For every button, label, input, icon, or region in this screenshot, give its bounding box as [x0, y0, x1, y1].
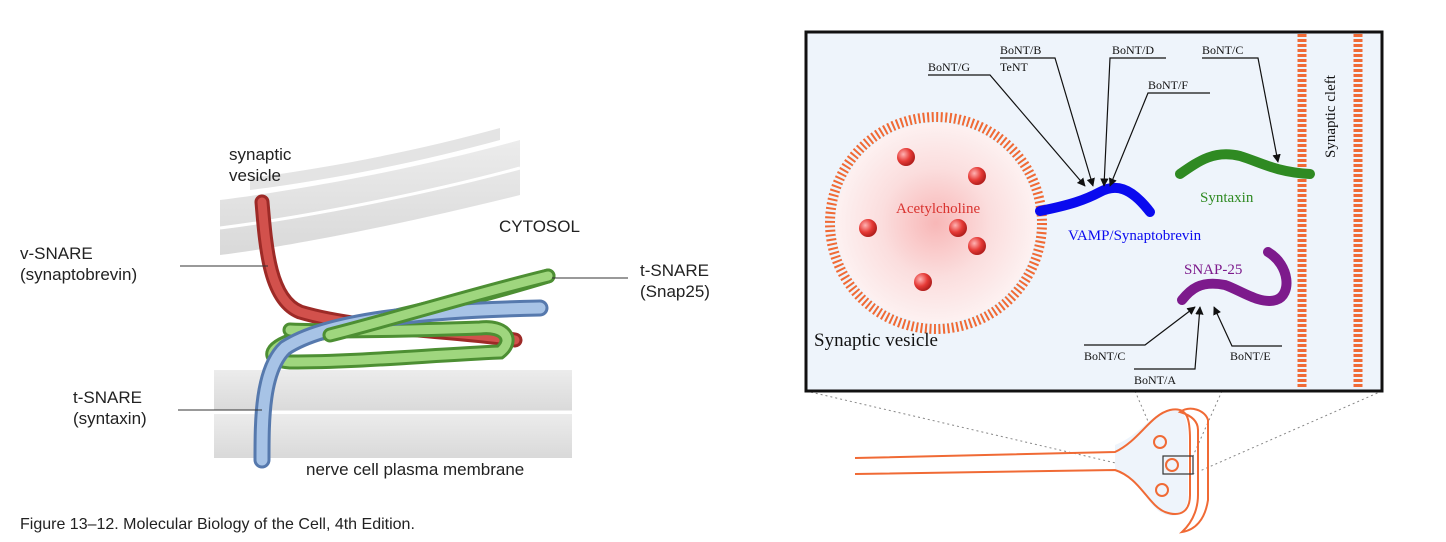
label-bont-g: BoNT/G [928, 60, 970, 74]
label-t-snare-snap25-2: (Snap25) [640, 282, 710, 301]
label-tent: TeNT [1000, 60, 1028, 74]
syntaxin-helix [256, 302, 546, 466]
synaptic-vesicle-lumen [836, 123, 1036, 323]
mini-vesicle-3 [1155, 483, 1169, 497]
label-plasma-membrane: nerve cell plasma membrane [306, 460, 524, 479]
label-bont-e: BoNT/E [1230, 349, 1271, 363]
label-cytosol: CYTOSOL [499, 217, 580, 236]
acetylcholine-molecule [949, 219, 967, 237]
label-synaptic-vesicle-2: vesicle [229, 166, 281, 185]
right-labels: BoNT/G BoNT/B TeNT BoNT/D BoNT/F BoNT/C … [814, 43, 1339, 387]
label-v-snare-2: (synaptobrevin) [20, 265, 137, 284]
acetylcholine-molecule [859, 219, 877, 237]
plasma-membrane-lower [214, 414, 572, 458]
label-t-snare-snap25-1: t-SNARE [640, 261, 709, 280]
mini-vesicle-1 [1153, 435, 1167, 449]
bont-c-top-leader [1202, 57, 1281, 163]
bont-c-bottom-leader [1084, 306, 1196, 346]
left-labels: synaptic vesicle CYTOSOL v-SNARE (synapt… [20, 145, 710, 533]
label-bont-c-top: BoNT/C [1202, 43, 1243, 57]
label-acetylcholine: Acetylcholine [896, 201, 980, 217]
bont-f-leader [1108, 92, 1210, 187]
vesicle-membrane-band-2 [250, 128, 500, 190]
acetylcholine-molecule [914, 273, 932, 291]
label-t-snare-syntaxin-2: (syntaxin) [73, 409, 147, 428]
bont-e-leader [1213, 306, 1282, 347]
bont-a-leader [1134, 306, 1204, 370]
figure-caption: Figure 13–12. Molecular Biology of the C… [20, 516, 415, 533]
postsynaptic-outline [1177, 407, 1209, 534]
syntaxin-protein [1175, 149, 1315, 179]
label-bont-d: BoNT/D [1112, 43, 1154, 57]
label-bont-c-bottom: BoNT/C [1084, 349, 1125, 363]
vamp-protein [1035, 182, 1155, 217]
label-bont-f: BoNT/F [1148, 78, 1188, 92]
bont-g-leader [928, 74, 1086, 187]
snare-complex-illustration [178, 128, 628, 469]
bont-d-leader [1100, 57, 1166, 187]
bont-b-leader [1000, 57, 1095, 187]
label-snap25: SNAP-25 [1184, 262, 1242, 278]
mini-vesicle-2 [1165, 458, 1179, 472]
snap25-helix-front [325, 271, 553, 340]
label-syntaxin: Syntaxin [1200, 190, 1254, 206]
synapse-detail-box [804, 30, 1384, 393]
label-t-snare-syntaxin-1: t-SNARE [73, 388, 142, 407]
zoom-line-left-outer [805, 390, 1164, 475]
axon-line-bottom [854, 440, 1191, 515]
axon-line-top [854, 408, 1191, 459]
acetylcholine-molecule [968, 167, 986, 185]
synaptic-vesicle-membrane [825, 112, 1047, 334]
axon-terminal-fill [1115, 409, 1188, 516]
zoom-line-right-outer [1192, 390, 1383, 475]
label-synaptic-vesicle: Synaptic vesicle [814, 330, 938, 351]
acetylcholine-molecule [968, 237, 986, 255]
label-bont-b: BoNT/B [1000, 43, 1041, 57]
label-v-snare-1: v-SNARE [20, 244, 93, 263]
label-bont-a: BoNT/A [1134, 373, 1176, 387]
vesicle-membrane-line [219, 166, 521, 230]
zoom-box [1162, 455, 1194, 475]
label-vamp: VAMP/Synaptobrevin [1068, 228, 1202, 244]
toxin-leaders [928, 57, 1282, 370]
label-synaptic-cleft: Synaptic cleft [1323, 74, 1339, 158]
label-synaptic-vesicle-1: synaptic [229, 145, 292, 164]
neuron-sketch [805, 390, 1383, 534]
snap25-protein [1177, 247, 1292, 306]
vesicle-membrane-band [220, 140, 520, 255]
acetylcholine-molecule [897, 148, 915, 166]
